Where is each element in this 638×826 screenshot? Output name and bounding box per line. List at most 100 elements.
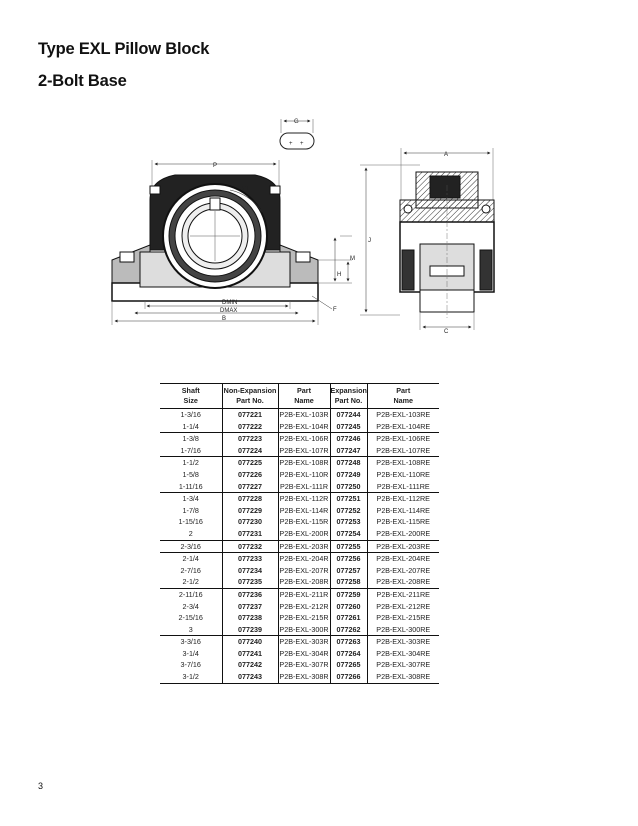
shaft-size-cell: 1-11/16 [178, 481, 203, 491]
side-view [360, 148, 495, 330]
non-expansion-part-no-cell: 077231 [221, 527, 278, 541]
non-expansion-part-no-cell: 077222 [221, 420, 278, 433]
expansion-part-name-cell: P2B-EXL-103RE [366, 408, 439, 421]
part-name-cell: P2B-EXL-104R [277, 420, 330, 433]
column-header-line: Shaft [181, 386, 200, 395]
non-expansion-part-no-cell: 077233 [221, 552, 278, 565]
expansion-part-no-cell: 077253 [329, 516, 367, 528]
pillow-block-drawing: + + G [111, 119, 495, 335]
part-name-cell: P2B-EXL-300R [277, 623, 330, 636]
page-subtitle: 2-Bolt Base [38, 72, 127, 90]
expansion-part-no-cell: 077266 [329, 671, 367, 684]
expansion-part-no-cell: 077247 [329, 444, 367, 457]
shaft-size-cell: 2-7/16 [180, 565, 201, 575]
expansion-part-name-cell: P2B-EXL-108RE [366, 456, 439, 469]
expansion-part-no-cell: 077262 [329, 623, 367, 636]
expansion-part-name-cell: P2B-EXL-211RE [366, 588, 439, 601]
expansion-part-name-cell: P2B-EXL-308RE [366, 671, 439, 684]
expansion-part-no-cell: 077244 [329, 408, 367, 421]
non-expansion-part-no-cell: 077223 [221, 432, 278, 445]
shaft-size-cell: 2 [188, 528, 193, 538]
shaft-size-cell: 2-3/4 [182, 601, 199, 611]
expansion-part-name-cell: P2B-EXL-207RE [366, 564, 439, 577]
page-number: 3 [38, 781, 44, 791]
expansion-part-name-cell: P2B-EXL-303RE [366, 635, 439, 648]
part-name-cell: P2B-EXL-107R [277, 444, 330, 457]
expansion-part-no-cell: 077261 [329, 612, 367, 624]
dim-label-f: F [333, 307, 337, 313]
expansion-part-no-cell: 077246 [329, 432, 367, 445]
part-name-cell: P2B-EXL-108R [277, 456, 330, 469]
dim-label-a: A [444, 152, 448, 158]
part-name-cell: P2B-EXL-207R [277, 564, 330, 577]
column-header-line: Part [297, 386, 311, 395]
expansion-part-name-cell: P2B-EXL-204RE [366, 552, 439, 565]
expansion-part-no-cell: 077256 [329, 552, 367, 565]
shaft-size-cell: 1-3/4 [182, 494, 199, 504]
part-name-cell: P2B-EXL-103R [277, 408, 330, 421]
part-name-cell: P2B-EXL-211R [277, 588, 330, 601]
expansion-part-name-cell: P2B-EXL-111RE [366, 480, 439, 493]
expansion-part-name-cell: P2B-EXL-106RE [366, 432, 439, 445]
dim-label-b: B [222, 316, 226, 322]
part-name-cell: P2B-EXL-112R [277, 492, 330, 505]
part-name-cell: P2B-EXL-204R [277, 552, 330, 565]
bolt-slot-detail: + + G [279, 119, 315, 150]
dim-label-dmin: DMIN [222, 300, 237, 306]
shaft-size-cell: 2-11/16 [178, 589, 203, 599]
shaft-size-cell: 3-1/2 [182, 672, 199, 682]
non-expansion-part-no-cell: 077239 [221, 623, 278, 636]
expansion-part-name-cell: P2B-EXL-203RE [366, 540, 439, 553]
expansion-part-no-cell: 077259 [329, 588, 367, 601]
expansion-part-no-cell: 077248 [329, 456, 367, 469]
non-expansion-part-no-cell: 077234 [221, 564, 278, 577]
expansion-part-name-cell: P2B-EXL-112RE [366, 492, 439, 505]
column-header-line: Part No. [334, 396, 363, 405]
non-expansion-part-no-cell: 077230 [221, 516, 278, 528]
non-expansion-part-no-cell: 077232 [221, 540, 278, 553]
expansion-part-name-cell: P2B-EXL-200RE [366, 527, 439, 541]
part-name-cell: P2B-EXL-115R [277, 516, 330, 528]
shaft-size-cell: 1-3/16 [180, 410, 201, 419]
column-header-line: Name [393, 396, 414, 405]
shaft-size-cell: 2-1/2 [182, 577, 199, 587]
shaft-size-cell: 1-1/2 [182, 458, 199, 468]
non-expansion-part-no-cell: 077241 [221, 647, 278, 660]
expansion-part-name-cell: P2B-EXL-107RE [366, 444, 439, 457]
part-name-cell: P2B-EXL-304R [277, 647, 330, 660]
shaft-size-cell: 2-15/16 [178, 613, 203, 623]
non-expansion-part-no-cell: 077224 [221, 444, 278, 457]
non-expansion-part-no-cell: 077242 [221, 659, 278, 672]
shaft-size-cell: 3-3/16 [180, 637, 201, 647]
expansion-part-no-cell: 077260 [329, 600, 367, 613]
column-header-line: Expansion [330, 386, 367, 395]
non-expansion-part-no-cell: 077243 [221, 671, 278, 684]
dim-label-h: H [337, 272, 341, 278]
shaft-size-cell: 1-7/8 [182, 505, 199, 515]
dim-label-j: J [368, 238, 371, 244]
shaft-size-cell: 2-3/16 [180, 541, 201, 551]
page-title: Type EXL Pillow Block [38, 40, 210, 58]
part-name-cell: P2B-EXL-110R [277, 468, 330, 481]
expansion-part-name-cell: P2B-EXL-212RE [366, 600, 439, 613]
expansion-part-no-cell: 077257 [329, 564, 367, 577]
part-name-cell: P2B-EXL-208R [277, 576, 330, 589]
part-name-cell: P2B-EXL-303R [277, 635, 330, 648]
expansion-part-no-cell: 077255 [329, 540, 367, 553]
expansion-part-no-cell: 077249 [329, 468, 367, 481]
part-name-cell: P2B-EXL-212R [277, 600, 330, 613]
